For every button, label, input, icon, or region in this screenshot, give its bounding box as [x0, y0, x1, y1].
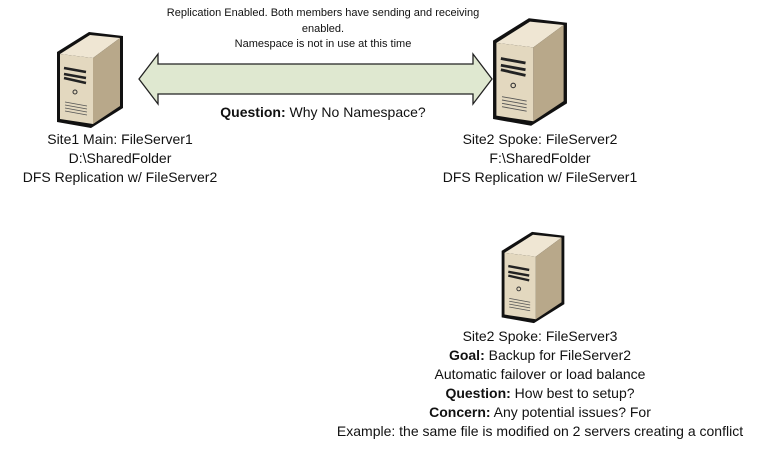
concern-label: Concern: [429, 404, 491, 420]
label-line: Site2 Spoke: FileServer3 [462, 328, 618, 344]
label-line: Site1 Main: FileServer1 [47, 131, 193, 147]
server1-label: Site1 Main: FileServer1 D:\SharedFolder … [0, 130, 240, 187]
server-icon [500, 230, 566, 325]
arrow-question: Question: Why No Namespace? [173, 103, 473, 122]
note-line: enabled. [301, 22, 345, 35]
question-label: Question: [220, 104, 286, 120]
goal-line: Goal: Backup for FileServer2 [310, 346, 759, 365]
concern-text: Any potential issues? For [490, 404, 651, 420]
question-text: Why No Namespace? [285, 104, 426, 120]
note-line: Namespace is not in use at this time [234, 38, 412, 50]
label-line: Site2 Spoke: FileServer2 [462, 131, 618, 147]
question-line: Question: How best to setup? [310, 384, 759, 403]
label-line: DFS Replication w/ FileServer1 [442, 169, 638, 185]
question-label: Question: [445, 385, 511, 401]
label-line: Example: the same file is modified on 2 … [336, 423, 744, 439]
goal-label: Goal: [448, 347, 485, 363]
goal-text: Backup for FileServer2 [484, 347, 632, 363]
concern-line: Concern: Any potential issues? For [310, 403, 759, 422]
server2-label: Site2 Spoke: FileServer2 F:\SharedFolder… [420, 130, 660, 187]
server3-label: Site2 Spoke: FileServer3 Goal: Backup fo… [310, 327, 759, 441]
label-line: D:\SharedFolder [68, 150, 172, 166]
server-icon [491, 16, 569, 128]
label-line: DFS Replication w/ FileServer2 [22, 169, 218, 185]
label-line: Automatic failover or load balance [434, 366, 646, 382]
server-icon [55, 30, 125, 130]
note-line: Replication Enabled. Both members have s… [166, 7, 480, 19]
label-line: F:\SharedFolder [489, 150, 591, 166]
replication-note: Replication Enabled. Both members have s… [123, 6, 523, 53]
question-text: How best to setup? [510, 385, 635, 401]
double-arrow-shape [138, 52, 493, 106]
